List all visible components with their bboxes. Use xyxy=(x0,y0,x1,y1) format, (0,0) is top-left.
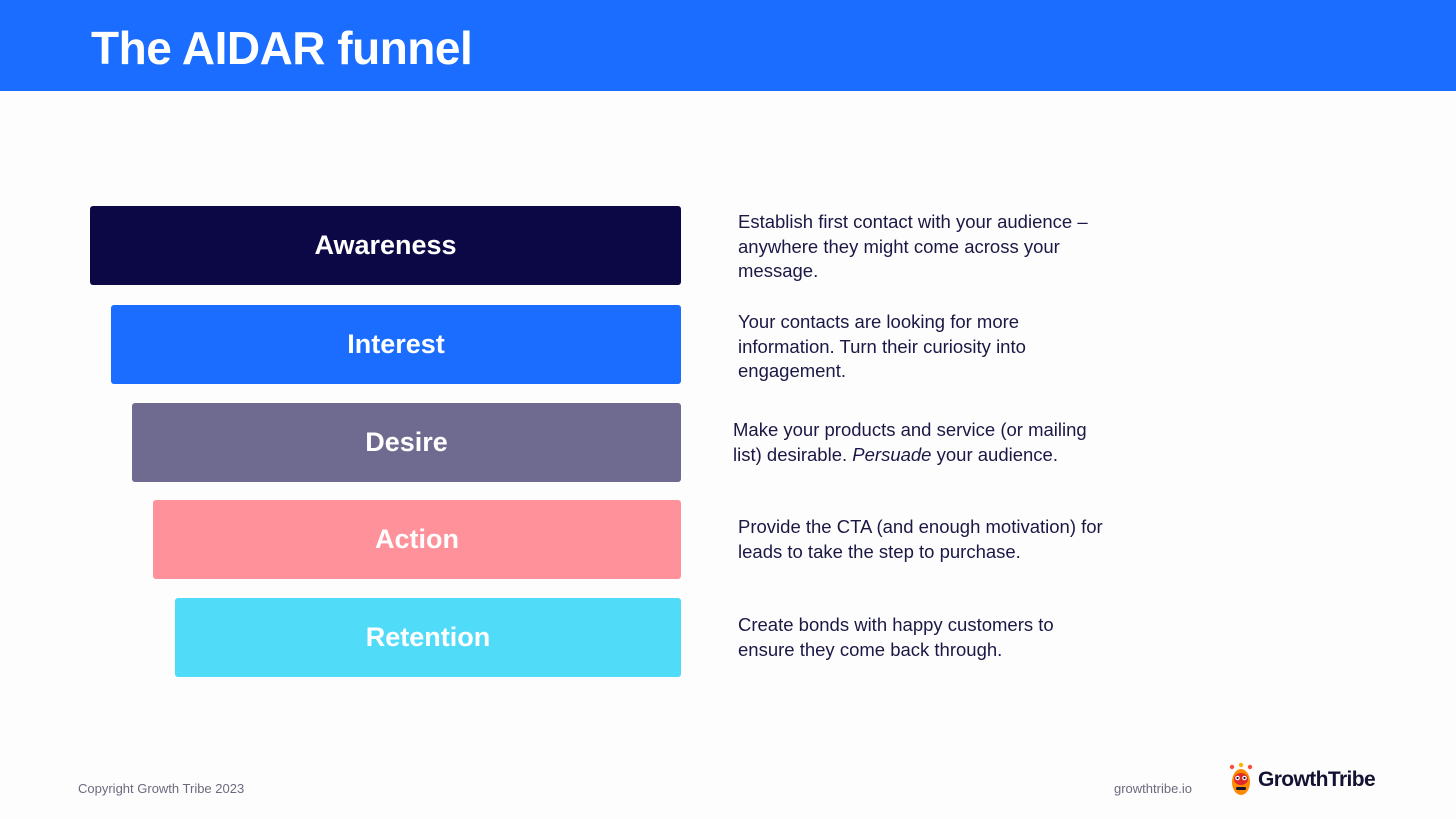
stage-awareness-label: Awareness xyxy=(314,230,457,260)
desire-description: Make your products and service (or maili… xyxy=(733,418,1118,467)
desire-description-emphasis: Persuade xyxy=(852,443,932,465)
stage-retention: Retention xyxy=(175,598,681,677)
interest-description: Your contacts are looking for more infor… xyxy=(738,311,1026,381)
action-description: Provide the CTA (and enough motivation) … xyxy=(738,516,1103,562)
tribal-mask-icon xyxy=(1228,762,1254,798)
stage-awareness: Awareness xyxy=(90,206,681,285)
stage-action: Action xyxy=(153,500,681,579)
website-link[interactable]: growthtribe.io xyxy=(1114,781,1193,796)
stage-desire: Desire xyxy=(132,403,681,482)
retention-description: Create bonds with happy customers to ens… xyxy=(738,614,1054,660)
logo-wordmark: GrowthTribe xyxy=(1258,768,1376,791)
stage-desire-label: Desire xyxy=(365,427,448,457)
copyright-text: Copyright Growth Tribe 2023 xyxy=(78,781,245,796)
growthtribe-logo[interactable]: GrowthTribe xyxy=(1228,762,1376,798)
stage-interest: Interest xyxy=(111,305,681,384)
header-bar: The AIDAR funnel xyxy=(0,0,1456,91)
stage-action-label: Action xyxy=(375,524,459,554)
slide-title: The AIDAR funnel xyxy=(91,22,473,74)
stage-retention-label: Retention xyxy=(365,622,491,652)
stage-interest-label: Interest xyxy=(347,329,445,359)
desire-description-text: Make your products and service (or maili… xyxy=(733,419,1087,465)
awareness-description: Establish first contact with your audien… xyxy=(738,211,1088,281)
desire-description-end: your audience. xyxy=(936,443,1058,465)
